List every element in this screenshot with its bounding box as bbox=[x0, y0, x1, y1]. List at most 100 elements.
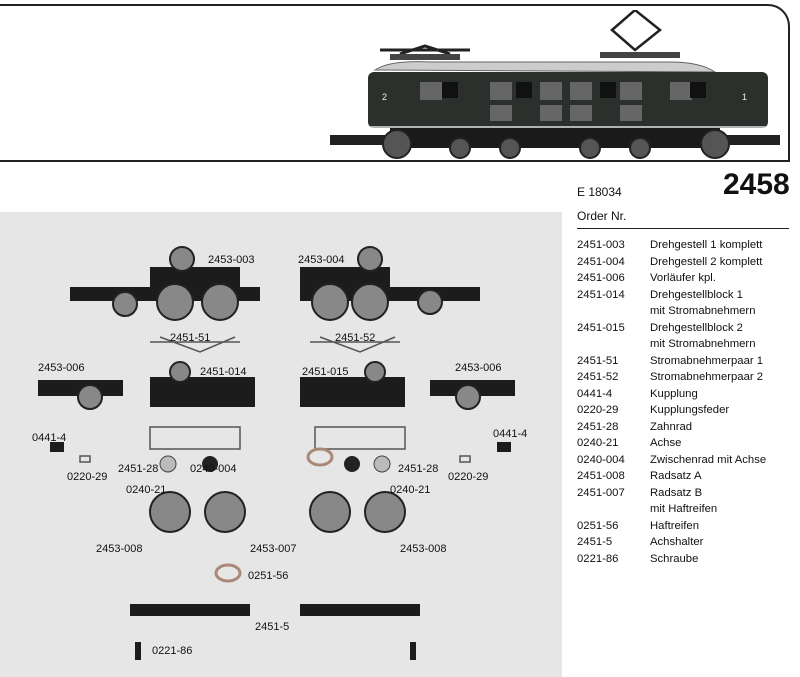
label-0220-29-left: 0220-29 bbox=[67, 471, 108, 483]
part-number: 2451-51 bbox=[577, 354, 619, 367]
parts-list-row: 0441-4 Kupplung bbox=[577, 386, 797, 403]
label-2453-003: 2453-003 bbox=[208, 254, 255, 266]
part-number: 2451-003 bbox=[577, 239, 625, 251]
parts-list-row: 0251-56 Haftreifen bbox=[577, 518, 797, 535]
part-number: 0240-004 bbox=[577, 453, 625, 466]
label-2451-51: 2451-51 bbox=[170, 332, 211, 344]
part-description-line: Haftreifen bbox=[650, 519, 699, 532]
label-2451-28-left: 2451-28 bbox=[118, 463, 159, 475]
part-number: 2451-004 bbox=[577, 255, 625, 268]
part-number: 2451-015 bbox=[577, 321, 625, 334]
part-description: Stromabnehmerpaar 2 bbox=[650, 369, 797, 386]
part-description: Drehgestell 2 komplett bbox=[650, 254, 797, 271]
part-description: Zwischenrad mit Achse bbox=[650, 452, 797, 469]
part-number: 2451-5 bbox=[577, 536, 613, 548]
parts-list-row: 2451-006 Vorläufer kpl. bbox=[577, 270, 797, 287]
part-description: Radsatz B mit Haftreifen bbox=[650, 485, 797, 518]
part-number: 0441-4 bbox=[577, 387, 613, 400]
part-description-line2: mit Haftreifen bbox=[650, 503, 718, 515]
part-description: Achse bbox=[650, 435, 797, 452]
part-description-line2: mit Stromabnehmern bbox=[650, 338, 756, 350]
part-description-line: Schraube bbox=[650, 552, 699, 565]
parts-list-row: 2451-008 Radsatz A bbox=[577, 468, 797, 485]
parts-list-row: 2451-28 Zahnrad bbox=[577, 419, 797, 436]
part-description-line: Stromabnehmerpaar 2 bbox=[650, 371, 764, 383]
header-frame bbox=[0, 4, 790, 162]
parts-list-row: 0220-29 Kupplungsfeder bbox=[577, 402, 797, 419]
part-description-line: Achse bbox=[650, 437, 682, 449]
part-description-line: Zahnrad bbox=[650, 420, 693, 433]
part-description-line: Drehgestellblock 2 bbox=[650, 321, 743, 334]
label-0240-004: 0240-004 bbox=[190, 463, 237, 475]
label-2451-014: 2451-014 bbox=[200, 366, 247, 378]
label-0221-86: 0221-86 bbox=[152, 645, 193, 657]
label-0240-21-left: 0240-21 bbox=[126, 484, 167, 496]
parts-list-row: 2451-004 Drehgestell 2 komplett bbox=[577, 254, 797, 271]
parts-list-row: 0240-21 Achse bbox=[577, 435, 797, 452]
part-description: Kupplung bbox=[650, 386, 797, 403]
part-description: Drehgestell 1 komplett bbox=[650, 237, 797, 254]
parts-list-row: 2451-51 Stromabnehmerpaar 1 bbox=[577, 353, 797, 370]
part-number: 2451-28 bbox=[577, 420, 619, 433]
part-number: 0240-21 bbox=[577, 437, 619, 449]
label-2453-007: 2453-007 bbox=[250, 543, 297, 555]
model-number: 2458 bbox=[723, 168, 790, 201]
part-description: Schraube bbox=[650, 551, 797, 568]
locomotive-image: 2 1 bbox=[330, 10, 780, 159]
part-description: Radsatz A bbox=[650, 468, 797, 485]
part-description: Kupplungsfeder bbox=[650, 402, 797, 419]
part-description: Drehgestellblock 2 mit Stromabnehmern bbox=[650, 320, 797, 353]
parts-list-row: 2451-014 Drehgestellblock 1 mit Stromabneh… bbox=[577, 287, 797, 320]
parts-list-row: 2451-52 Stromabnehmerpaar 2 bbox=[577, 369, 797, 386]
order-number-header: Order Nr. bbox=[577, 209, 627, 223]
label-0251-56: 0251-56 bbox=[248, 570, 289, 582]
part-number: 0221-86 bbox=[577, 552, 619, 565]
part-number: 0251-56 bbox=[577, 519, 619, 532]
loco-end-2: 2 bbox=[382, 92, 387, 102]
part-description: Zahnrad bbox=[650, 419, 797, 436]
loco-designation: E 18034 bbox=[577, 185, 622, 199]
part-description-line: Kupplungsfeder bbox=[650, 404, 730, 416]
part-description: Haftreifen bbox=[650, 518, 797, 535]
part-description-line: Drehgestell 1 komplett bbox=[650, 239, 763, 251]
part-description-line: Zwischenrad mit Achse bbox=[650, 453, 767, 466]
part-description-line: Vorläufer kpl. bbox=[650, 272, 716, 284]
part-number: 2451-008 bbox=[577, 470, 625, 482]
parts-list-row: 2451-007 Radsatz B mit Haftreifen bbox=[577, 485, 797, 518]
part-description-line: Drehgestellblock 1 bbox=[650, 288, 743, 301]
part-description-line: Drehgestell 2 komplett bbox=[650, 255, 763, 268]
parts-list-row: 2451-5 Achshalter bbox=[577, 534, 797, 551]
label-2451-52: 2451-52 bbox=[335, 332, 376, 344]
part-description-line: Radsatz A bbox=[650, 470, 702, 482]
label-0441-4-left: 0441-4 bbox=[32, 432, 67, 444]
part-description-line2: mit Stromabnehmern bbox=[650, 305, 756, 317]
label-0220-29-right: 0220-29 bbox=[448, 471, 489, 483]
part-number: 2451-014 bbox=[577, 288, 625, 301]
part-number: 0220-29 bbox=[577, 404, 619, 416]
part-description-line: Radsatz B bbox=[650, 486, 703, 499]
part-description-line: Achshalter bbox=[650, 536, 704, 548]
parts-list-row: 0221-86 Schraube bbox=[577, 551, 797, 568]
label-2451-5: 2451-5 bbox=[255, 621, 290, 633]
exploded-parts-diagram bbox=[38, 246, 515, 660]
parts-list-row: 2451-015 Drehgestellblock 2 mit Stromabneh… bbox=[577, 320, 797, 353]
part-description: Achshalter bbox=[650, 534, 797, 551]
label-2453-008-left: 2453-008 bbox=[96, 543, 143, 555]
part-description: Vorläufer kpl. bbox=[650, 270, 797, 287]
label-0441-4-right: 0441-4 bbox=[493, 428, 528, 440]
part-number: 2451-006 bbox=[577, 272, 625, 284]
part-number: 2451-52 bbox=[577, 371, 619, 383]
label-2451-28-right: 2451-28 bbox=[398, 463, 439, 475]
part-description: Stromabnehmerpaar 1 bbox=[650, 353, 797, 370]
label-2453-004: 2453-004 bbox=[298, 254, 345, 266]
loco-end-1: 1 bbox=[742, 92, 747, 102]
part-number: 2451-007 bbox=[577, 486, 625, 499]
part-description: Drehgestellblock 1 mit Stromabnehmern bbox=[650, 287, 797, 320]
label-2453-008-right: 2453-008 bbox=[400, 543, 447, 555]
part-description-line: Kupplung bbox=[650, 387, 698, 400]
label-0240-21-right: 0240-21 bbox=[390, 484, 431, 496]
parts-list-row: 2451-003 Drehgestell 1 komplett bbox=[577, 237, 797, 254]
label-2453-006-left: 2453-006 bbox=[38, 362, 85, 374]
part-description-line: Stromabnehmerpaar 1 bbox=[650, 354, 764, 367]
